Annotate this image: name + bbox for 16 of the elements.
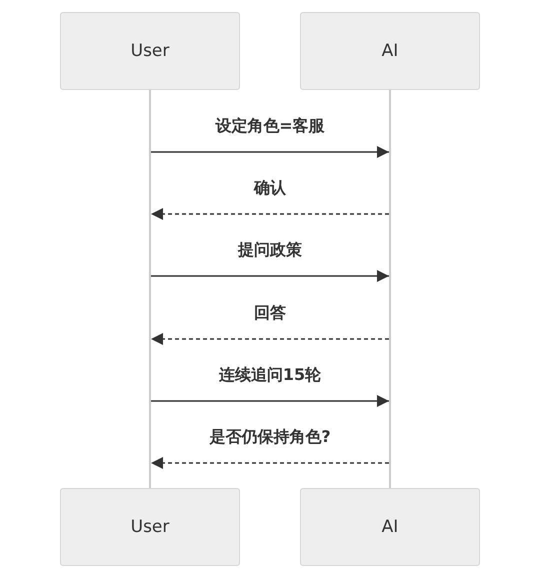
edge-label: 设定角色=客服 (213, 116, 327, 137)
participant-box: User (60, 488, 240, 566)
participant-box: User (60, 12, 240, 90)
message-arrow (151, 208, 389, 220)
edge-label: 提问政策 (236, 240, 304, 261)
message-arrow (151, 457, 389, 469)
lifeline (149, 90, 151, 488)
message-arrow (151, 333, 389, 345)
lifeline (389, 90, 391, 488)
edge-label: 是否仍保持角色? (207, 427, 333, 448)
participant-box: AI (300, 12, 480, 90)
message-arrow (151, 146, 389, 158)
participant-box: AI (300, 488, 480, 566)
edge-label: 确认 (252, 178, 288, 199)
message-arrow (151, 270, 389, 282)
message-arrow (151, 395, 389, 407)
